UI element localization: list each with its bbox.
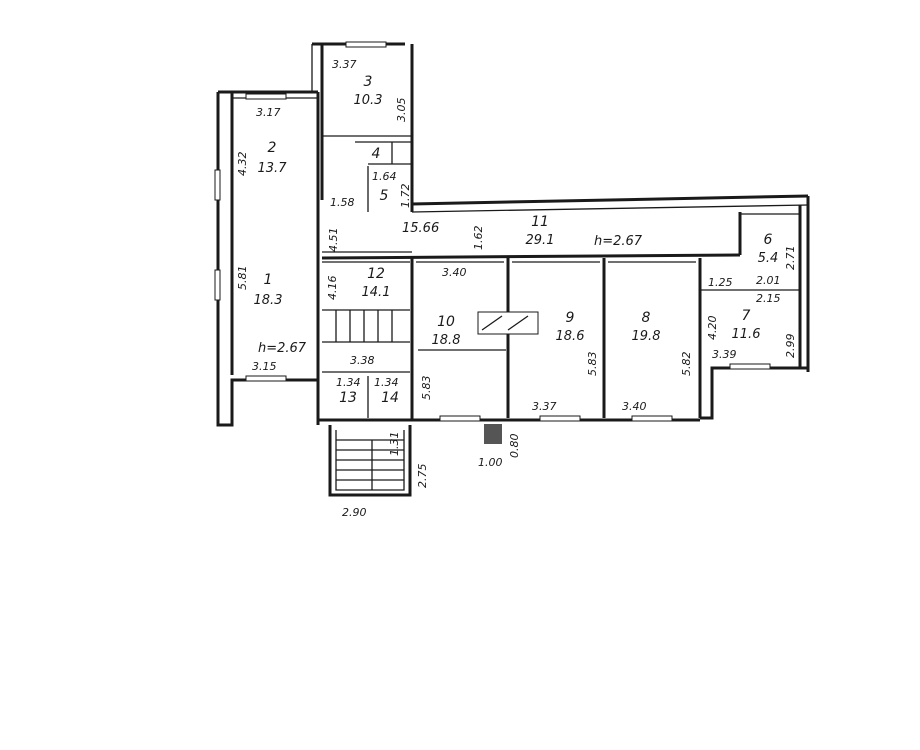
windows bbox=[214, 41, 771, 444]
dim-4-16: 4.16 bbox=[326, 276, 339, 301]
dim-4-20: 4.20 bbox=[706, 316, 719, 341]
dim-2-90: 2.90 bbox=[342, 506, 367, 519]
room-6-area: 5.4 bbox=[758, 251, 779, 266]
room-8-number: 8 bbox=[642, 310, 651, 326]
dim-2-99: 2.99 bbox=[784, 334, 797, 359]
room-13-number: 13 bbox=[339, 390, 357, 406]
walls bbox=[216, 42, 810, 497]
dim-2-75: 2.75 bbox=[416, 464, 429, 489]
dim-3-40-bottom: 3.40 bbox=[622, 400, 647, 413]
dim-3-37-bottom: 3.37 bbox=[532, 400, 557, 413]
room-7-area: 11.6 bbox=[732, 327, 761, 342]
dim-3-38: 3.38 bbox=[350, 354, 375, 367]
room-9-number: 9 bbox=[566, 310, 575, 326]
dim-3-40-top: 3.40 bbox=[442, 266, 467, 279]
room-labels: 1 18.3 h=2.67 2 13.7 3 10.3 4 5 6 5.4 7 … bbox=[254, 74, 779, 406]
room-7-number: 7 bbox=[742, 308, 751, 324]
room-2-area: 13.7 bbox=[258, 161, 288, 176]
dim-3-37: 3.37 bbox=[332, 58, 357, 71]
dim-1-34-left: 1.34 bbox=[336, 376, 361, 389]
room-1-number: 1 bbox=[264, 272, 273, 288]
dim-2-01: 2.01 bbox=[756, 274, 781, 287]
room-9-area: 18.6 bbox=[556, 329, 585, 344]
dim-0-80: 0.80 bbox=[508, 434, 521, 459]
dim-4-51: 4.51 bbox=[327, 228, 340, 253]
dim-3-39: 3.39 bbox=[712, 348, 737, 361]
dim-2-15: 2.15 bbox=[756, 292, 781, 305]
dimension-labels: 3.17 4.32 3.37 3.05 1.64 1.72 1.58 4.51 … bbox=[236, 58, 797, 519]
room-4-number: 4 bbox=[372, 146, 381, 162]
room-5-number: 5 bbox=[380, 188, 389, 204]
room-10-number: 10 bbox=[437, 314, 455, 330]
dim-5-83-left: 5.83 bbox=[420, 376, 433, 401]
room-11-number: 11 bbox=[531, 214, 549, 230]
room-11-area: 29.1 bbox=[526, 233, 555, 248]
dim-2-71: 2.71 bbox=[784, 246, 797, 271]
room-1-area: 18.3 bbox=[254, 293, 283, 308]
dim-5-81: 5.81 bbox=[236, 266, 249, 291]
dim-5-82: 5.82 bbox=[680, 352, 693, 377]
dim-1-58: 1.58 bbox=[330, 196, 355, 209]
room-12-area: 14.1 bbox=[362, 285, 391, 300]
dim-1-34-right: 1.34 bbox=[374, 376, 399, 389]
room-12-number: 12 bbox=[367, 266, 385, 282]
dim-1-25: 1.25 bbox=[708, 276, 733, 289]
dim-1-72: 1.72 bbox=[399, 184, 412, 209]
room-11-height: h=2.67 bbox=[594, 234, 643, 249]
ventilation-grate bbox=[484, 424, 502, 444]
dim-5-83-right: 5.83 bbox=[586, 352, 599, 377]
dim-15-66: 15.66 bbox=[402, 221, 439, 236]
dim-3-17: 3.17 bbox=[256, 106, 281, 119]
room-14-number: 14 bbox=[381, 390, 399, 406]
dim-4-32: 4.32 bbox=[236, 152, 249, 177]
room-6-number: 6 bbox=[764, 232, 773, 248]
room-10-area: 18.8 bbox=[432, 333, 461, 348]
room-8-area: 19.8 bbox=[632, 329, 661, 344]
dim-1-00: 1.00 bbox=[478, 456, 503, 469]
dim-3-15: 3.15 bbox=[252, 360, 277, 373]
dim-3-05: 3.05 bbox=[395, 98, 408, 123]
room-2-number: 2 bbox=[268, 140, 277, 156]
room-3-number: 3 bbox=[364, 74, 373, 90]
room-3-area: 10.3 bbox=[354, 93, 383, 108]
dim-1-64: 1.64 bbox=[372, 170, 397, 183]
room-1-height: h=2.67 bbox=[258, 341, 307, 356]
dim-1-31: 1.31 bbox=[388, 432, 401, 457]
dim-1-62: 1.62 bbox=[472, 226, 485, 251]
